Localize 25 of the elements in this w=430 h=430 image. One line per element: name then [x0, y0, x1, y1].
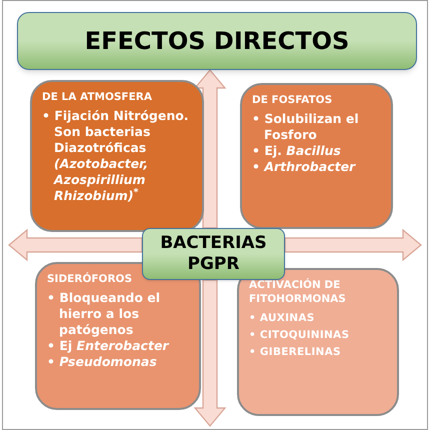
block-arrow [194, 279, 226, 427]
bullet-item: • Fijación Nitrógeno. Son bacterias Diazotróficas (Azotobacter, Azospirillium Rhizobium)$^{*}$ [42, 108, 190, 204]
card-heading: SIDERÓFOROS [47, 272, 134, 286]
center-box [142, 228, 285, 280]
center-label: BACTERIAS PGPR [159, 232, 268, 276]
block-arrow [194, 69, 226, 229]
block-arrow [284, 228, 422, 262]
category-card [237, 268, 399, 416]
bullet-item: • Bloqueando el hierro a los patógenos [47, 290, 162, 338]
block-arrow [8, 228, 143, 262]
category-card [240, 83, 393, 229]
title-text: EFECTOS DIRECTOS [84, 26, 350, 56]
bullet-item: • CITOQUININAS [249, 328, 350, 343]
bullet-item: • Pseudomonas [47, 354, 158, 370]
bullet-item: • Arthrobacter [252, 159, 357, 175]
card-heading: ACTIVACIÓN DE FITOHORMONAS [249, 278, 347, 306]
bullet-item: • Ej. Bacillus [252, 143, 342, 159]
card-heading: DE FOSFATOS [252, 93, 334, 107]
title-banner [17, 12, 417, 70]
bullet-item: • Solubilizan el Fosforo [252, 111, 360, 143]
bullet-item: • AUXINAS [249, 311, 316, 326]
bullet-item: • GIBERELINAS [249, 345, 342, 360]
bullet-item: • Ej Enterobacter [47, 338, 170, 354]
card-heading: DE LA ATMOSFERA [42, 90, 153, 104]
category-card [30, 80, 204, 232]
